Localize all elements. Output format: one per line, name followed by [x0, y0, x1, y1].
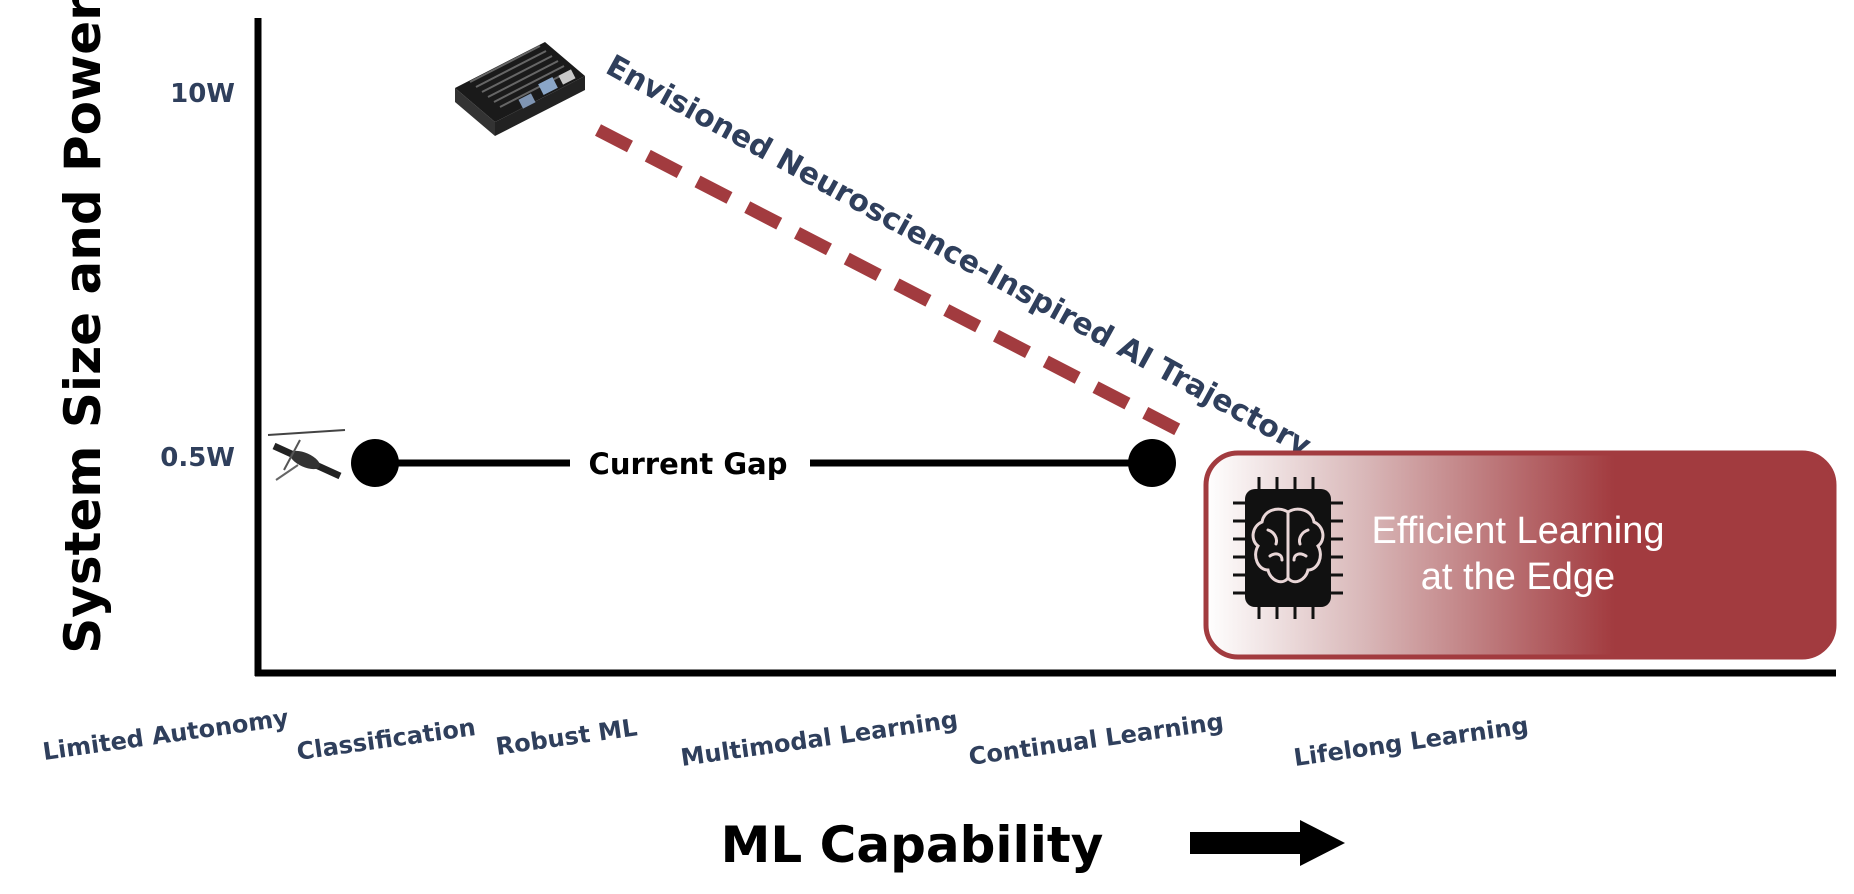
- capability-continual-learning: Continual Learning: [967, 707, 1225, 770]
- capability-robust-ml: Robust ML: [494, 713, 639, 761]
- capability-classification: Classification: [295, 713, 477, 766]
- gap-end-dot: [1128, 439, 1176, 487]
- gap-label: Current Gap: [589, 447, 788, 481]
- trajectory-line: [595, 124, 1195, 443]
- edge-box-line1: Efficient Learning: [1372, 510, 1665, 552]
- trajectory-label: Envisioned Neuroscience-Inspired AI Traj…: [600, 48, 1317, 464]
- drone-icon: [267, 429, 346, 481]
- brain-chip-icon: [1233, 477, 1343, 619]
- y-tick-10w: 10W: [170, 79, 235, 109]
- y-axis-label: System Size and Power: [54, 0, 112, 654]
- edge-box: [1203, 450, 1837, 660]
- capability-limited-autonomy: Limited Autonomy: [41, 704, 291, 766]
- gap-start-dot: [351, 439, 399, 487]
- dev-board-icon: [455, 42, 585, 136]
- y-tick-0-5w: 0.5W: [160, 443, 235, 473]
- arrow-right-icon: [1190, 820, 1345, 866]
- edge-box-line2: at the Edge: [1421, 556, 1615, 598]
- x-axis-label: ML Capability: [721, 816, 1104, 874]
- capability-lifelong-learning: Lifelong Learning: [1292, 711, 1530, 772]
- capability-multimodal-learning: Multimodal Learning: [679, 705, 960, 772]
